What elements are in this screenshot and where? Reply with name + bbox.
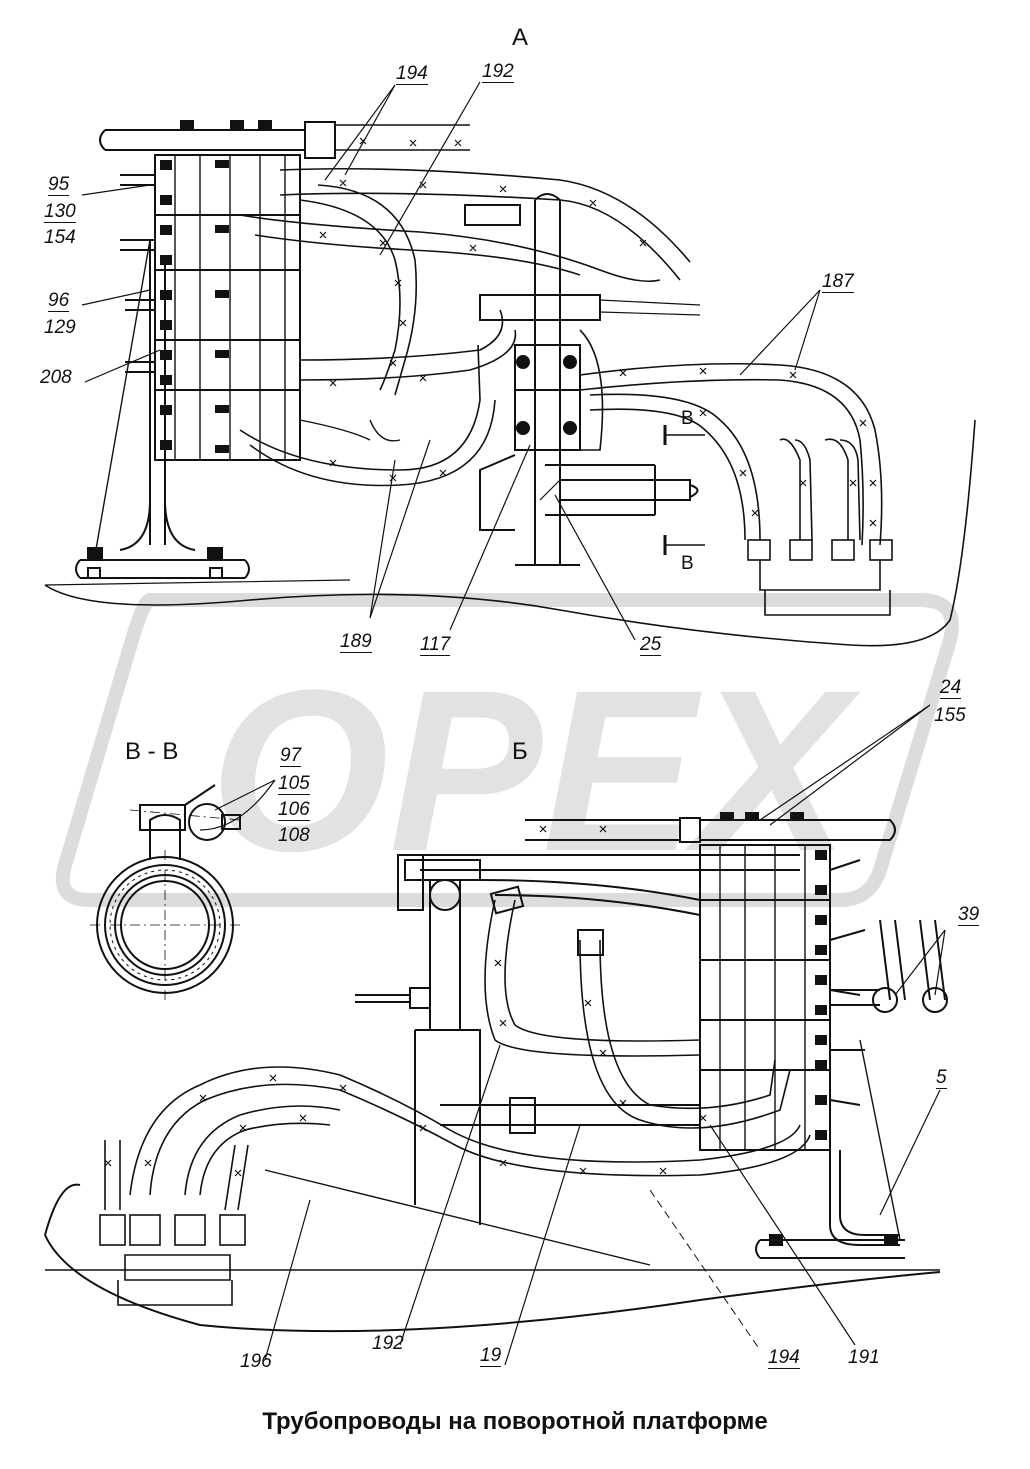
svg-text:OPEX: OPEX [210, 642, 861, 899]
view-vv [90, 784, 241, 1000]
callout-196: 196 [240, 1351, 272, 1372]
hose-hatching [104, 137, 877, 1177]
view-a [44, 120, 976, 647]
view-label-b: Б [512, 738, 528, 765]
callout-106: 106 [278, 799, 310, 821]
callout-25: 25 [640, 634, 662, 656]
callout-108: 108 [278, 825, 310, 846]
callout-192-top: 192 [482, 61, 514, 83]
callout-194-bottom: 194 [768, 1347, 800, 1369]
callout-97: 97 [280, 745, 302, 767]
section-label-vv: В - В [125, 738, 179, 765]
callout-39: 39 [958, 904, 980, 926]
callout-19: 19 [480, 1345, 502, 1367]
callout-24: 24 [940, 677, 962, 699]
callout-189: 189 [340, 631, 372, 653]
drawing-caption: Трубопроводы на поворотной платформе [262, 1408, 768, 1435]
callout-95: 95 [48, 174, 70, 196]
callout-117: 117 [420, 634, 451, 656]
callout-191: 191 [848, 1347, 880, 1368]
cut-mark-top: В [681, 408, 694, 429]
leader-lines [81, 81, 946, 1366]
view-b [44, 812, 948, 1351]
callout-155: 155 [934, 705, 966, 726]
callout-5: 5 [936, 1067, 947, 1089]
callout-208: 208 [40, 367, 72, 388]
callout-187: 187 [822, 271, 854, 293]
callout-192-bottom: 192 [372, 1333, 404, 1354]
callout-194-top: 194 [396, 63, 428, 85]
callout-154: 154 [44, 227, 76, 248]
callout-105: 105 [278, 773, 310, 795]
opex-watermark: OPEX [55, 593, 959, 907]
cut-mark-bottom: В [681, 553, 694, 574]
callout-129: 129 [44, 317, 76, 338]
callout-130: 130 [44, 201, 76, 223]
callout-96: 96 [48, 290, 70, 312]
view-label-a: A [512, 24, 529, 51]
